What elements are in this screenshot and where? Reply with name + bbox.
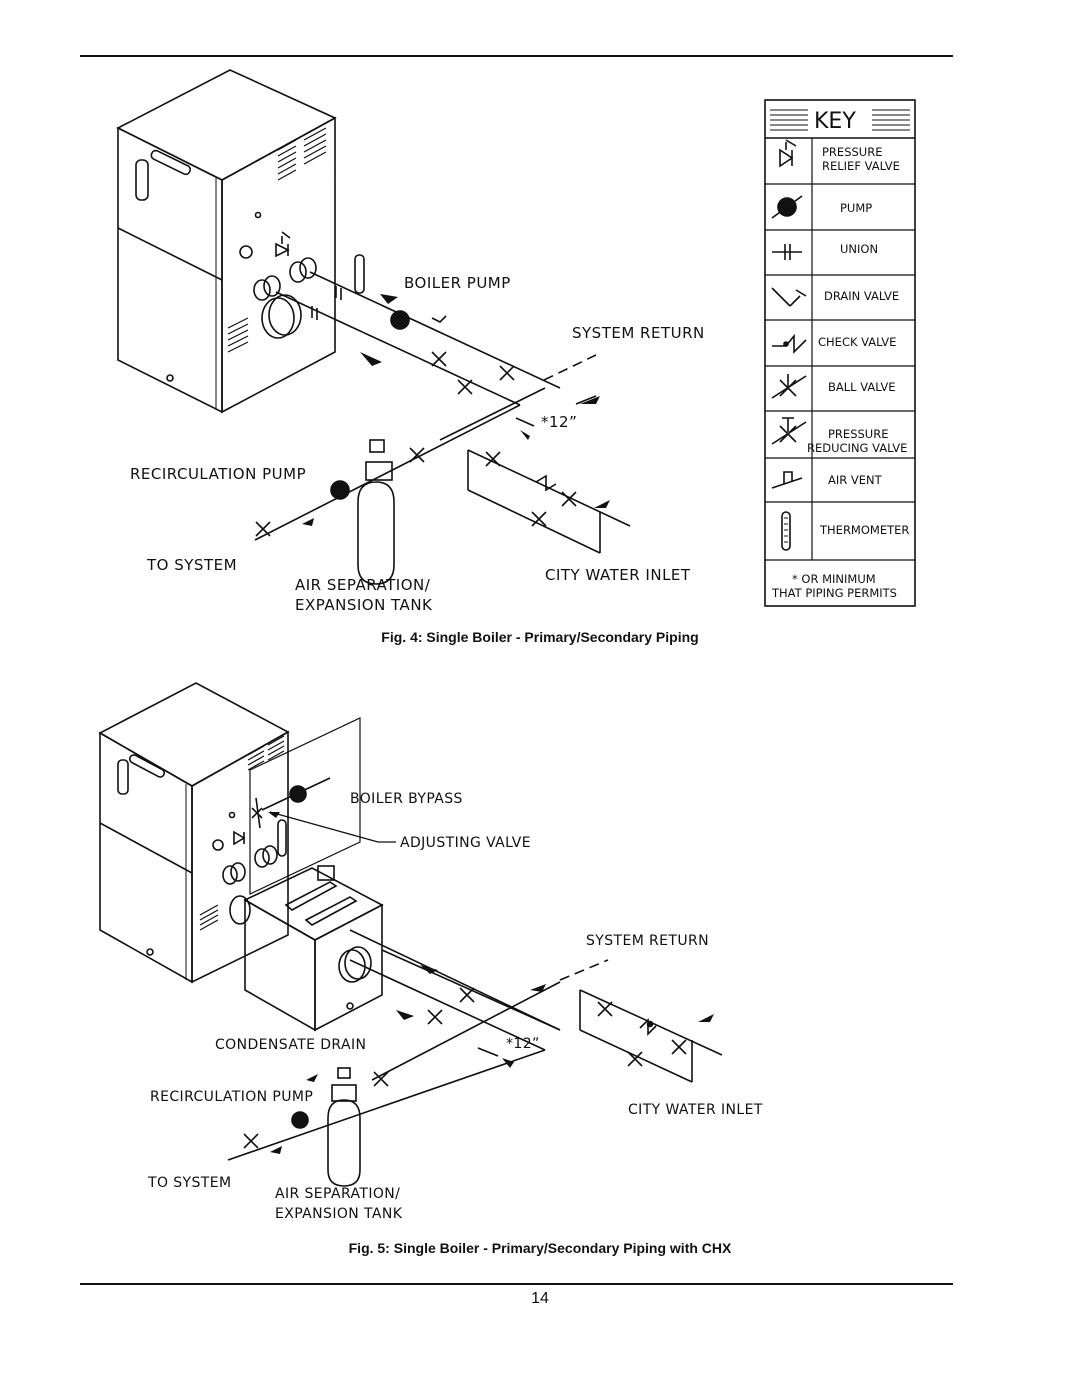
fig4-boiler-cabinet bbox=[116, 69, 365, 414]
key-footnote-2: THAT PIPING PERMITS bbox=[771, 586, 897, 600]
fig4-diagram: BOILER PUMP SYSTEM RETURN *12” RECIRCULA… bbox=[116, 69, 705, 614]
key-label-pump: PUMP bbox=[840, 201, 872, 215]
fig5-label-to-system: TO SYSTEM bbox=[147, 1175, 231, 1191]
pump-icon bbox=[771, 195, 803, 219]
fig4-piping bbox=[254, 271, 631, 585]
fig5-label-adjusting-valve: ADJUSTING VALVE bbox=[400, 835, 531, 851]
fig5-label-condensate-drain: CONDENSATE DRAIN bbox=[215, 1037, 366, 1053]
air-vent-icon bbox=[771, 471, 803, 489]
ball-valve-icon bbox=[771, 374, 807, 399]
fig5-label-expansion-tank: EXPANSION TANK bbox=[275, 1206, 403, 1222]
key-title: KEY bbox=[814, 109, 856, 134]
key-label-air-vent: AIR VENT bbox=[828, 473, 883, 487]
key-label-pressure-relief-2: RELIEF VALVE bbox=[822, 159, 900, 173]
key-label-ball-valve: BALL VALVE bbox=[828, 380, 896, 394]
fig4-label-expansion-tank: EXPANSION TANK bbox=[295, 596, 433, 614]
key-footnote-1: * OR MINIMUM bbox=[792, 572, 876, 586]
key-label-pressure-reducing-1: PRESSURE bbox=[828, 427, 888, 441]
fig5-caption: Fig. 5: Single Boiler - Primary/Secondar… bbox=[348, 1240, 732, 1256]
key-label-thermometer: THERMOMETER bbox=[819, 523, 909, 537]
pressure-relief-valve-icon bbox=[779, 139, 797, 168]
key-legend: KEY bbox=[764, 99, 916, 607]
fig5-label-city-water-inlet: CITY WATER INLET bbox=[628, 1102, 763, 1118]
fig4-label-to-system: TO SYSTEM bbox=[146, 556, 237, 574]
top-rule bbox=[80, 55, 953, 57]
fig5-diagram: BOILER BYPASS ADJUSTING VALVE SYSTEM RET… bbox=[98, 682, 763, 1222]
page-number: 14 bbox=[531, 1290, 549, 1307]
fig5-label-boiler-bypass: BOILER BYPASS bbox=[350, 791, 463, 807]
fig5-label-air-separation: AIR SEPARATION/ bbox=[275, 1186, 400, 1202]
fig4-caption: Fig. 4: Single Boiler - Primary/Secondar… bbox=[381, 629, 699, 645]
fig5-piping bbox=[227, 929, 723, 1187]
fig5-label-system-return: SYSTEM RETURN bbox=[586, 933, 709, 949]
fig5-label-recirculation-pump: RECIRCULATION PUMP bbox=[150, 1089, 313, 1105]
bottom-rule bbox=[80, 1283, 953, 1285]
check-valve-icon bbox=[772, 333, 807, 354]
fig4-label-recirculation-pump: RECIRCULATION PUMP bbox=[130, 465, 306, 483]
fig4-label-air-separation: AIR SEPARATION/ bbox=[295, 576, 431, 594]
union-icon bbox=[772, 244, 802, 260]
key-label-union: UNION bbox=[840, 242, 878, 256]
fig4-label-system-return: SYSTEM RETURN bbox=[572, 324, 705, 342]
fig5-label-spacing: *12” bbox=[506, 1036, 540, 1052]
key-label-pressure-reducing-2: REDUCING VALVE bbox=[807, 441, 907, 455]
key-label-drain-valve: DRAIN VALVE bbox=[824, 289, 899, 303]
fig4-label-spacing: *12” bbox=[541, 413, 577, 431]
fig4-label-city-water-inlet: CITY WATER INLET bbox=[545, 566, 691, 584]
thermometer-icon bbox=[781, 511, 791, 551]
key-label-check-valve: CHECK VALVE bbox=[818, 335, 896, 349]
pressure-reducing-valve-icon bbox=[771, 417, 807, 445]
key-label-pressure-relief-1: PRESSURE bbox=[822, 145, 882, 159]
fig4-label-boiler-pump: BOILER PUMP bbox=[404, 274, 511, 292]
fig5-chx-unit bbox=[229, 865, 384, 1032]
key-title-bars bbox=[770, 109, 910, 131]
fig5-boiler-cabinet bbox=[98, 682, 290, 984]
drain-valve-icon bbox=[771, 287, 807, 307]
